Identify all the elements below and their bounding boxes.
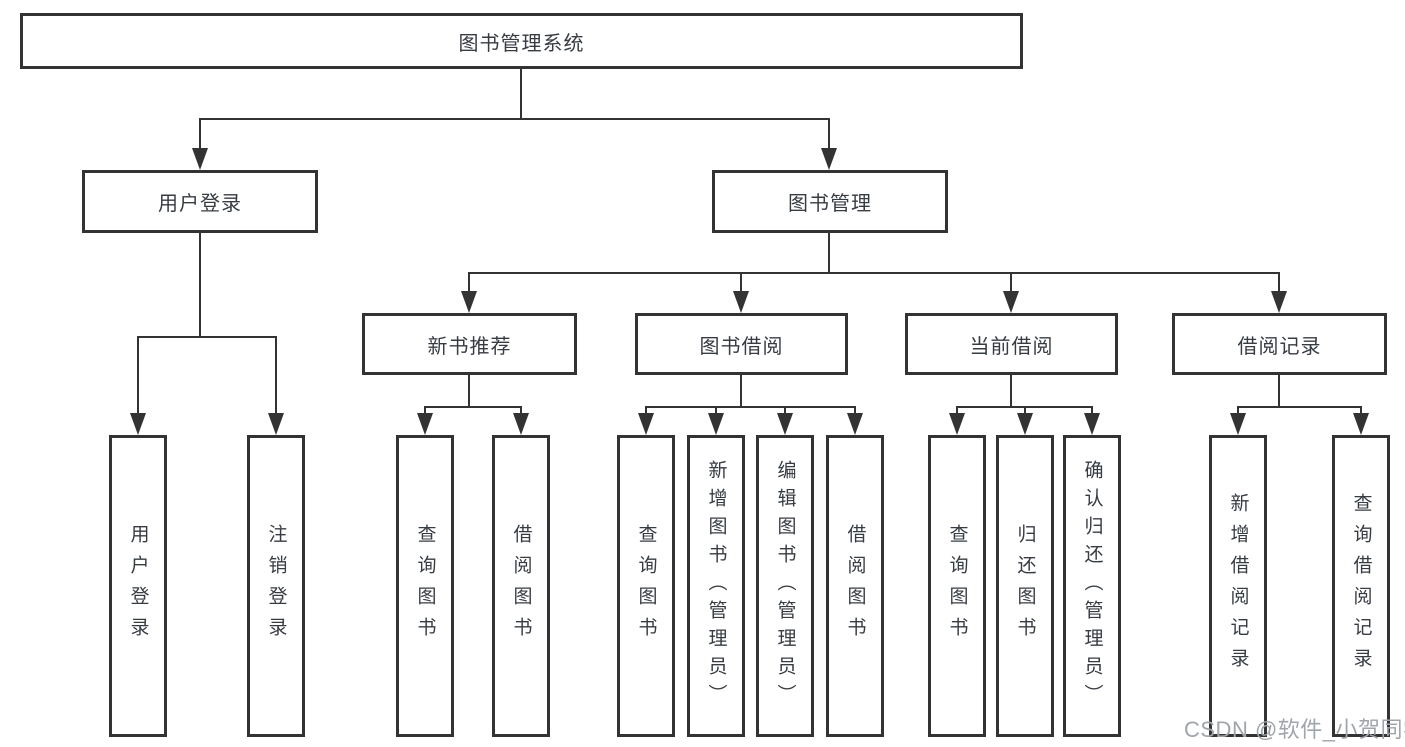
- arrow-down-icon: [847, 413, 863, 435]
- connector-vline: [784, 406, 786, 416]
- leaf-label: 确认归还（管理员）: [1081, 460, 1103, 712]
- connector-hline: [137, 336, 277, 338]
- connector-vline: [468, 375, 470, 406]
- leaf-borrow-books-recommend: 借阅图书: [492, 435, 550, 737]
- connector-hline: [199, 118, 830, 120]
- node-book-borrowing: 图书借阅: [635, 313, 848, 375]
- leaf-label: 查询借阅记录: [1350, 493, 1372, 679]
- leaf-label: 新增借阅记录: [1227, 493, 1249, 679]
- leaf-label: 编辑图书（管理员）: [774, 460, 796, 712]
- leaf-label: 用户登录: [127, 524, 149, 648]
- node-label: 图书借阅: [699, 335, 784, 358]
- arrow-down-icon: [1230, 413, 1246, 435]
- arrow-down-icon: [1003, 291, 1019, 313]
- leaf-label: 查询图书: [414, 524, 436, 648]
- connector-hline: [1237, 406, 1362, 408]
- connector-vline: [520, 406, 522, 416]
- arrow-down-icon: [821, 148, 837, 170]
- connector-vline: [275, 336, 277, 416]
- arrow-down-icon: [1271, 291, 1287, 313]
- node-user-login: 用户登录: [82, 170, 318, 233]
- node-borrowing-records: 借阅记录: [1172, 313, 1387, 375]
- connector-vline: [424, 406, 426, 416]
- leaf-return-book: 归还图书: [996, 435, 1054, 737]
- arrow-down-icon: [1084, 413, 1100, 435]
- connector-vline: [740, 272, 742, 294]
- arrow-down-icon: [1353, 413, 1369, 435]
- connector-vline: [828, 233, 830, 272]
- leaf-label: 注销登录: [265, 524, 287, 648]
- connector-vline: [199, 233, 201, 336]
- csdn-watermark: CSDN @软件_小贺同学: [1184, 717, 1405, 742]
- node-label: 用户登录: [158, 193, 242, 215]
- connector-hline: [645, 406, 856, 408]
- leaf-label: 新增图书（管理员）: [705, 460, 727, 712]
- arrow-down-icon: [949, 413, 965, 435]
- connector-vline: [520, 69, 522, 118]
- node-new-book-recommendation: 新书推荐: [362, 313, 577, 375]
- node-label: 新书推荐: [427, 335, 512, 358]
- leaf-query-borrow-record: 查询借阅记录: [1332, 435, 1390, 737]
- connector-vline: [1360, 406, 1362, 416]
- arrow-down-icon: [777, 413, 793, 435]
- leaf-label: 查询图书: [946, 524, 968, 648]
- connector-vline: [468, 272, 470, 294]
- arrow-down-icon: [130, 413, 146, 435]
- node-root-library-system: 图书管理系统: [20, 13, 1023, 69]
- leaf-label: 查询图书: [635, 524, 657, 648]
- leaf-add-borrow-record: 新增借阅记录: [1209, 435, 1267, 737]
- connector-vline: [137, 336, 139, 416]
- connector-vline: [1278, 272, 1280, 294]
- node-current-borrowing: 当前借阅: [905, 313, 1118, 375]
- connector-vline: [1010, 272, 1012, 294]
- arrow-down-icon: [733, 291, 749, 313]
- connector-hline: [424, 406, 522, 408]
- arrow-down-icon: [461, 291, 477, 313]
- node-label: 当前借阅: [969, 335, 1054, 358]
- leaf-logout: 注销登录: [247, 435, 305, 737]
- leaf-query-books-recommend: 查询图书: [396, 435, 454, 737]
- arrow-down-icon: [1017, 413, 1033, 435]
- arrow-down-icon: [268, 413, 284, 435]
- leaf-label: 借阅图书: [844, 524, 866, 648]
- arrow-down-icon: [513, 413, 529, 435]
- connector-vline: [956, 406, 958, 416]
- connector-hline: [468, 272, 1280, 274]
- node-label: 图书管理: [788, 193, 872, 215]
- node-label: 图书管理系统: [458, 32, 585, 55]
- connector-vline: [854, 406, 856, 416]
- leaf-label: 归还图书: [1014, 524, 1036, 648]
- leaf-borrow-books-borrowing: 借阅图书: [826, 435, 884, 737]
- connector-vline: [828, 118, 830, 152]
- arrow-down-icon: [192, 148, 208, 170]
- leaf-query-books-current: 查询图书: [928, 435, 986, 737]
- connector-vline: [1024, 406, 1026, 416]
- connector-vline: [1278, 375, 1280, 406]
- leaf-user-login: 用户登录: [109, 435, 167, 737]
- connector-vline: [715, 406, 717, 416]
- leaf-edit-book-admin: 编辑图书（管理员）: [756, 435, 814, 737]
- node-label: 借阅记录: [1237, 335, 1322, 358]
- node-book-management: 图书管理: [712, 170, 948, 233]
- arrow-down-icon: [638, 413, 654, 435]
- leaf-confirm-return-admin: 确认归还（管理员）: [1063, 435, 1121, 737]
- connector-vline: [199, 118, 201, 152]
- connector-vline: [1010, 375, 1012, 406]
- connector-vline: [645, 406, 647, 416]
- leaf-label: 借阅图书: [510, 524, 532, 648]
- connector-vline: [740, 375, 742, 406]
- leaf-query-books-borrowing: 查询图书: [617, 435, 675, 737]
- connector-vline: [1237, 406, 1239, 416]
- arrow-down-icon: [417, 413, 433, 435]
- connector-vline: [1091, 406, 1093, 416]
- leaf-add-book-admin: 新增图书（管理员）: [687, 435, 745, 737]
- arrow-down-icon: [708, 413, 724, 435]
